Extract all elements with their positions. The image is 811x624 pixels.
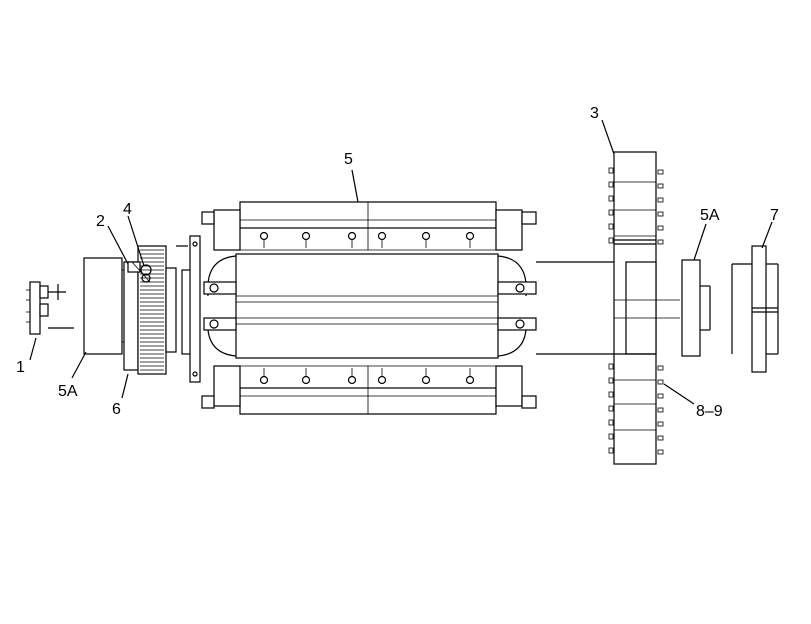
bolt-head <box>259 375 269 385</box>
stator-slot <box>657 379 664 385</box>
stator-slot <box>657 421 664 427</box>
stator-slot <box>608 405 614 412</box>
stator-slot <box>657 169 664 175</box>
label-part-5: 5 <box>344 151 353 168</box>
stator-slot <box>657 365 664 371</box>
stator-slot <box>657 211 664 217</box>
label-part-3: 3 <box>590 105 599 122</box>
part-2-4-fittings <box>127 261 152 283</box>
stator-slot <box>657 239 664 245</box>
stator-slot <box>657 197 664 203</box>
stator-slot <box>608 419 614 426</box>
stator-slot <box>608 223 614 230</box>
bolt-head <box>465 231 475 241</box>
bolt-head <box>421 375 431 385</box>
stator-slot <box>608 377 614 384</box>
label-part-5a-left: 5A <box>58 383 78 400</box>
shaft-lines <box>536 261 614 355</box>
stator-slot <box>608 363 614 370</box>
bolt-head <box>347 231 357 241</box>
label-part-6: 6 <box>112 401 121 418</box>
bolt-head <box>259 231 269 241</box>
callout-labels: 1 2 4 3 5 5A 6 5A 7 8–9 <box>16 105 779 420</box>
stator-slot <box>608 167 614 174</box>
part-5a-left-end-plate <box>83 257 128 355</box>
label-part-7: 7 <box>770 207 779 224</box>
bolt-head <box>377 375 387 385</box>
left-flange-plate <box>181 235 201 383</box>
stator-slot <box>608 209 614 216</box>
label-part-4: 4 <box>123 201 132 218</box>
label-part-1: 1 <box>16 359 25 376</box>
stator-slot <box>657 407 664 413</box>
bolt-head <box>377 231 387 241</box>
stator-slot <box>608 433 614 440</box>
bolt-head <box>465 375 475 385</box>
part-1-sensor <box>26 281 74 335</box>
stator-slot <box>608 237 614 244</box>
leader-lines <box>29 119 773 405</box>
label-part-5a-right: 5A <box>700 207 720 224</box>
part-3-stator-stack <box>608 151 680 465</box>
bolt-head <box>347 375 357 385</box>
stator-slot <box>608 447 614 454</box>
bolt-head <box>421 231 431 241</box>
bolt-head <box>301 375 311 385</box>
stator-slot <box>608 195 614 202</box>
stator-slot <box>657 393 664 399</box>
part-5-core-assembly <box>201 201 537 415</box>
label-part-2: 2 <box>96 213 105 230</box>
bolt-head <box>301 231 311 241</box>
stator-slot <box>657 449 664 455</box>
label-part-8-9: 8–9 <box>696 403 723 420</box>
stator-slot <box>657 225 664 231</box>
part-6-toothed-ring <box>123 245 188 375</box>
part-5a-right-end-plate <box>681 259 711 357</box>
stator-slot <box>657 435 664 441</box>
part-7-end-cover <box>731 245 779 373</box>
stator-slot <box>657 183 664 189</box>
stator-slot <box>608 181 614 188</box>
stator-slot <box>608 391 614 398</box>
